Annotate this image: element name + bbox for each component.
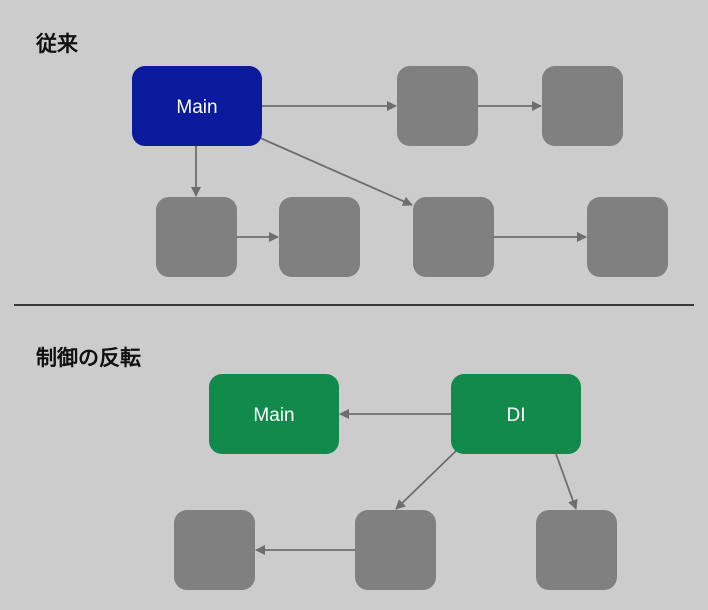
edges-layer xyxy=(191,101,587,555)
node-i1 xyxy=(174,510,255,590)
section-title-traditional: 従来 xyxy=(35,32,79,56)
node-label-di: DI xyxy=(507,405,526,426)
node-i3 xyxy=(536,510,617,590)
node-i2 xyxy=(355,510,436,590)
node-t1 xyxy=(397,66,478,146)
node-t2 xyxy=(542,66,623,146)
node-t5 xyxy=(413,197,494,277)
arrow-di-to-i2 xyxy=(395,448,459,510)
node-t6 xyxy=(587,197,668,277)
arrow-di-to-i3 xyxy=(555,453,578,510)
node-t4 xyxy=(279,197,360,277)
arrow-main-to-t5 xyxy=(257,136,413,206)
node-label-main2: Main xyxy=(253,405,294,426)
node-label-main: Main xyxy=(176,97,217,118)
node-di xyxy=(451,374,581,454)
section-title-ioc: 制御の反転 xyxy=(36,346,141,370)
node-main2 xyxy=(209,374,339,454)
node-main xyxy=(132,66,262,146)
node-t3 xyxy=(156,197,237,277)
